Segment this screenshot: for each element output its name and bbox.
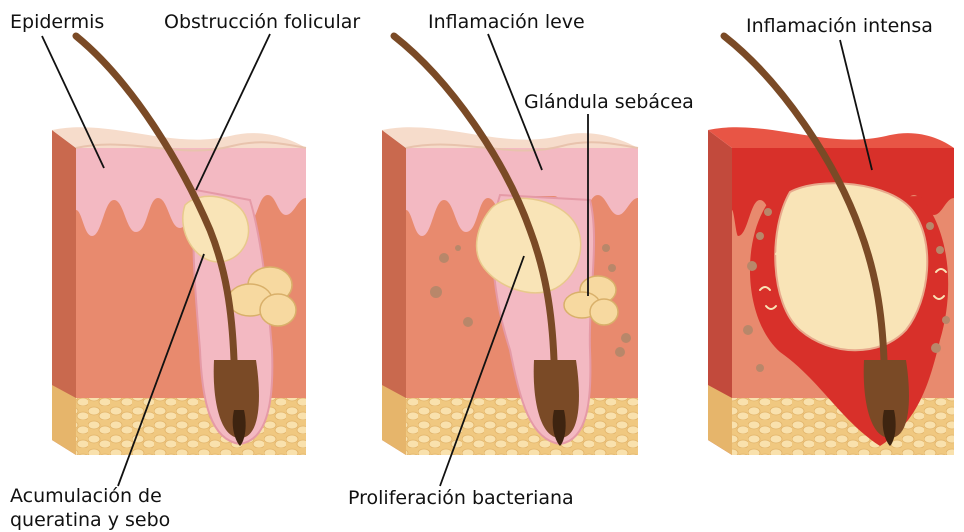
label-follicular-obstruction: Obstrucción folicular — [164, 10, 360, 34]
label-keratin-sebum-accumulation: Acumulación de queratina y sebo — [10, 484, 170, 532]
fat-layer — [406, 398, 638, 455]
fat-layer — [76, 398, 306, 455]
label-mild-inflammation: Inflamación leve — [428, 10, 585, 34]
stage-intense-inflammation — [708, 36, 954, 455]
skin-surface — [708, 127, 954, 148]
label-keratin-line1: Acumulación de — [10, 484, 170, 508]
label-epidermis: Epidermis — [10, 10, 104, 34]
label-intense-inflammation: Inflamación intensa — [746, 14, 933, 38]
stage-obstruction — [52, 36, 306, 455]
label-sebaceous-gland: Glándula sebácea — [524, 90, 694, 114]
label-keratin-line2: queratina y sebo — [10, 508, 170, 532]
label-bacterial-proliferation: Proliferación bacteriana — [348, 486, 574, 510]
